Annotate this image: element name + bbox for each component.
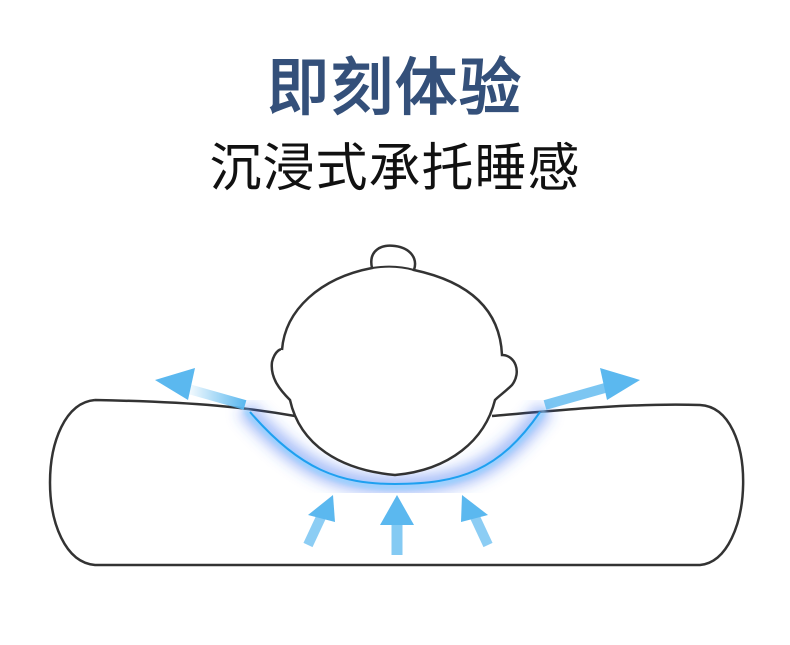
side-arrow: [543, 368, 640, 410]
up-arrow: [380, 495, 414, 555]
subtitle: 沉浸式承托睡感: [209, 139, 581, 199]
pillow-outline: [48, 398, 745, 567]
up-arrow: [461, 495, 493, 548]
side-arrow: [155, 368, 247, 410]
up-arrow: [303, 495, 335, 548]
title: 即刻体验: [266, 51, 523, 124]
head-outline: [270, 244, 518, 477]
